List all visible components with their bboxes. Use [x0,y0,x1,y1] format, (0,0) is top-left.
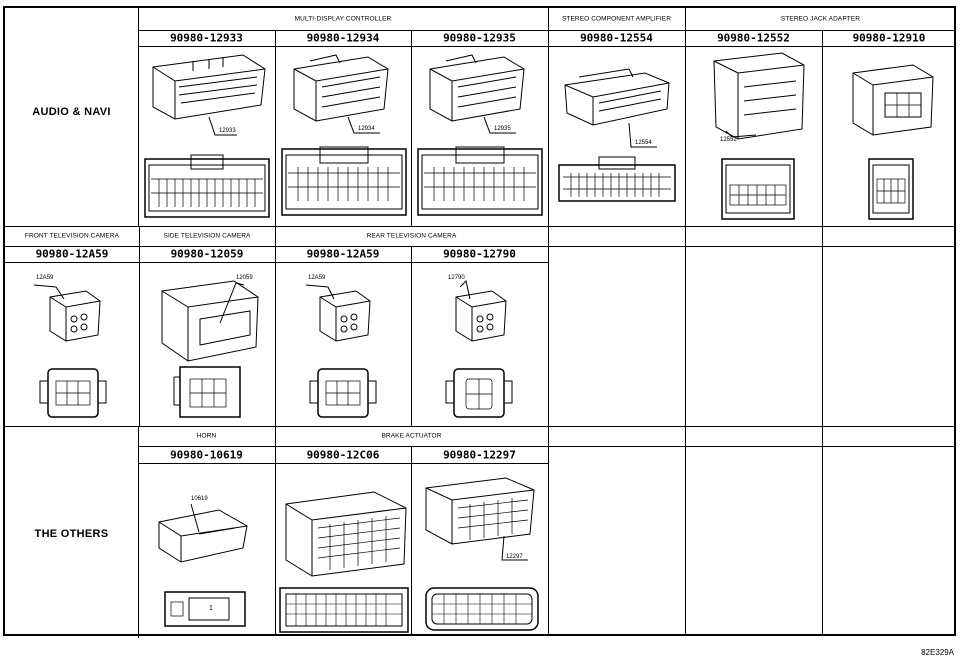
divider [5,246,956,247]
connector-12910-drawing [823,47,956,226]
connector-12297-drawing: 12297 [412,464,548,636]
part-number: 90980-12933 [170,31,243,45]
divider [5,226,956,227]
category-audio-navi: AUDIO & NAVI [32,106,111,118]
callout-label: 12934 [358,126,375,132]
divider [411,446,412,636]
header-front-television-camera: FRONT TELEVISION CAMERA [24,232,120,240]
header-side-television-camera: SIDE TELEVISION CAMERA [163,232,251,240]
part-number: 90980-10619 [170,448,243,462]
divider [138,463,548,464]
divider [548,8,549,636]
divider [5,426,956,427]
connector-table: AUDIO & NAVI THE OTHERS MULTI-DISPLAY CO… [3,6,956,638]
part-number: 90980-12297 [443,448,516,462]
connector-12790-drawing: 12790 [412,263,548,426]
callout-label: 12554 [635,140,652,146]
part-number: 90980-12790 [443,247,516,261]
callout-label: 12933 [219,128,236,134]
part-number: 90980-12059 [170,247,244,261]
divider [138,8,139,226]
header-brake-actuator: BRAKE ACTUATOR [381,432,442,440]
part-number: 90980-12A59 [306,247,380,261]
header-rear-television-camera: REAR TELEVISION CAMERA [366,232,457,240]
connector-12934-drawing: 12934 [276,47,411,226]
connector-12C06-drawing [276,464,411,636]
category-the-others: THE OTHERS [34,528,109,540]
header-stereo-jack-adapter: STEREO JACK ADAPTER [780,15,861,23]
connector-12933-drawing: 12933 [139,47,275,226]
divider [822,30,823,636]
divider [139,226,140,426]
pin-number: 1 [209,605,213,612]
callout-label: 12552 [720,137,737,143]
divider [138,46,956,47]
header-stereo-component-amplifier: STEREO COMPONENT AMPLIFIER [561,15,672,23]
connector-12552-drawing: 12552 [686,47,822,226]
figure-id: 82E329A [921,648,954,657]
connector-12A59-front-drawing: 12A59 [6,263,139,426]
header-multi-display-controller: MULTI-DISPLAY CONTROLLER [294,15,392,23]
divider [275,30,276,636]
callout-label: 12A59 [36,275,54,281]
part-number: 90980-12A59 [35,247,109,261]
callout-label: 10619 [191,496,208,502]
connector-12059-drawing: 12059 [140,263,275,426]
callout-label: 12297 [506,554,523,560]
callout-label: 12935 [494,126,511,132]
connector-12A59-rear-drawing: 12A59 [276,263,411,426]
divider [411,30,412,226]
connector-12935-drawing: 12935 [412,47,548,226]
connector-10619-drawing: 10619 1 [139,464,275,636]
callout-label: 12790 [448,275,465,281]
divider [138,446,956,447]
part-number: 90980-12C06 [306,448,380,462]
connector-12554-drawing: 12554 [549,47,685,226]
callout-label: 12059 [236,275,253,281]
part-number: 90980-12554 [580,31,653,45]
divider [5,262,548,263]
divider [138,426,139,638]
part-number: 90980-12552 [717,31,790,45]
part-number: 90980-12935 [443,31,516,45]
divider [685,8,686,636]
divider [138,30,956,31]
divider [411,246,412,426]
part-number: 90980-12910 [852,31,926,45]
callout-label: 12A59 [308,275,326,281]
part-number: 90980-12934 [306,31,380,45]
header-horn: HORN [196,432,217,440]
